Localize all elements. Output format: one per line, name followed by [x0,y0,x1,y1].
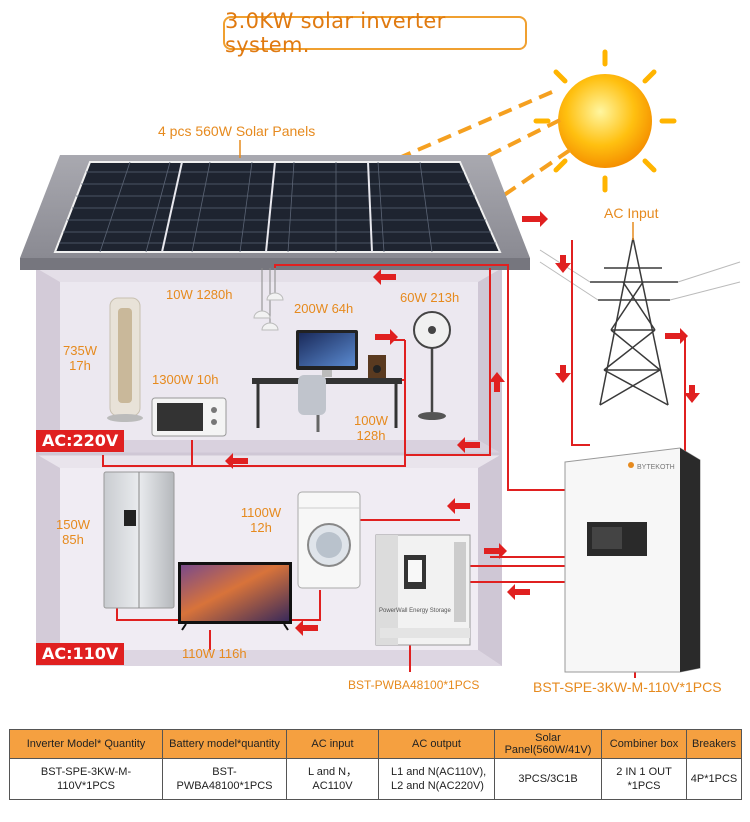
washer-hour-label: 12h [250,520,272,535]
ac-input-label: AC Input [604,205,659,221]
inverter-label: BST-SPE-3KW-M-110V*1PCS [533,679,722,695]
cell-breakers: 4P*1PCS [686,758,742,800]
spec-table: Inverter Model* Quantity Battery model*q… [9,729,742,800]
washer-watt-label: 1100W [240,505,282,520]
speaker-hour-label: 128h [356,428,386,443]
lamp-label: 10W 1280h [166,287,233,302]
sun-icon [533,49,677,193]
solar-panels-label: 4 pcs 560W Solar Panels [158,123,316,139]
fan-label: 60W 213h [400,290,460,305]
tower-fan-icon [107,297,143,422]
television-icon [178,562,292,631]
fridge-hour-label: 85h [62,532,84,547]
standing-fan-icon [413,311,451,420]
inverter-brand-label: BYTEKOTH [637,464,675,471]
header-ac-input: AC input [286,729,379,759]
speaker-icon [368,355,386,378]
cell-combiner-box: 2 IN 1 OUT *1PCS [601,758,687,800]
tower-fan-hour-label: 17h [69,358,91,373]
header-ac-output: AC output [378,729,495,759]
pendant-lamp-icon [253,268,284,331]
system-scene [20,49,741,678]
refrigerator-icon [103,471,175,609]
header-inverter-model: Inverter Model* Quantity [9,729,163,759]
battery-label: BST-PWBA48100*1PCS [348,678,480,692]
battery-unit [375,534,471,646]
table-row: BST-SPE-3KW-M-110V*1PCS BST-PWBA48100*1P… [9,758,742,800]
cell-ac-output: L1 and N(AC110V), L2 and N(AC220V) [378,758,495,800]
header-battery-model: Battery model*quantity [162,729,287,759]
speaker-watt-label: 100W [354,413,388,428]
transmission-tower-icon [539,237,741,406]
spec-table-header-row: Inverter Model* Quantity Battery model*q… [9,729,742,759]
computer-label: 200W 64h [294,301,354,316]
solar-panels [53,161,502,253]
fridge-watt-label: 150W [56,517,90,532]
header-solar-panel: Solar Panel(560W/41V) [494,729,602,759]
header-breakers: Breakers [686,729,742,759]
inverter-unit [564,447,701,673]
washing-machine-icon [297,491,361,589]
header-combiner-box: Combiner box [601,729,687,759]
cell-battery-model: BST-PWBA48100*1PCS [162,758,287,800]
tv-label: 110W 116h [182,646,247,661]
microwave-icon [151,397,227,437]
tower-fan-watt-label: 735W [63,343,97,358]
voltage-badge-110v: AC:110V [36,643,125,665]
microwave-label: 1300W 10h [152,372,219,387]
desk-icon [252,375,402,432]
cell-inverter-model: BST-SPE-3KW-M-110V*1PCS [9,758,163,800]
voltage-badge-220v: AC:220V [36,430,125,452]
battery-brand-label: PowerWall Energy Storage [379,608,451,614]
cell-solar-panel: 3PCS/3C1B [494,758,602,800]
computer-monitor-icon [296,330,358,377]
cell-ac-input: L and N， AC110V [286,758,379,800]
